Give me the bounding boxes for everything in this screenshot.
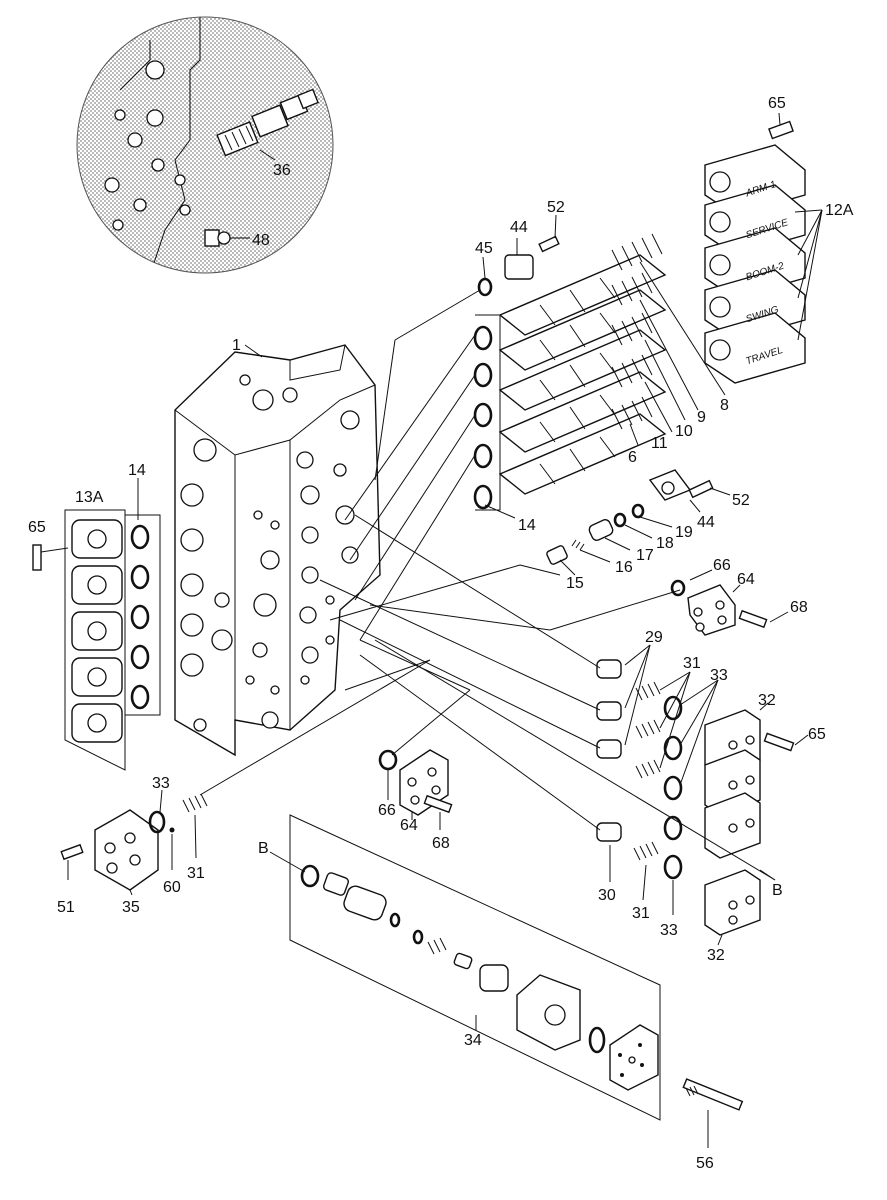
relief-cartridge-36: [216, 88, 319, 157]
plug-48: [204, 229, 231, 247]
spool-leaders: [629, 261, 726, 446]
callout-16: 16: [615, 559, 633, 576]
callout-32-upper: 32: [758, 692, 776, 709]
callout-b-right: B: [772, 882, 783, 899]
callout-44-right: 44: [697, 514, 715, 531]
covers-12a: ARM-1 SERVICE BOOM-2 SWING TRAVEL: [704, 112, 823, 384]
callout-68-right: 68: [790, 599, 808, 616]
callout-51: 51: [57, 899, 75, 916]
orings-14-left: 14: [125, 462, 161, 716]
callout-14-left: 14: [128, 462, 146, 479]
callout-31-upper: 31: [683, 655, 701, 672]
covers-32-upper: [704, 702, 809, 859]
callout-b-left: B: [258, 840, 269, 857]
oring-33-lower: [663, 854, 683, 915]
spool-6: [498, 396, 667, 495]
callout-15: 15: [566, 575, 584, 592]
callout-68-center: 68: [432, 835, 450, 852]
callout-31-lower: 31: [632, 905, 650, 922]
callout-64-right: 64: [737, 571, 755, 588]
callout-13a: 13A: [75, 489, 104, 506]
spool-9: [498, 272, 667, 371]
callout-35: 35: [122, 899, 140, 916]
spool-10: [498, 312, 667, 411]
callout-18: 18: [656, 535, 674, 552]
cover-32-lower: [704, 869, 761, 946]
spring-31-lower: [633, 841, 659, 901]
callout-6: 6: [628, 449, 637, 466]
callout-60: 60: [163, 879, 181, 896]
callout-8: 8: [720, 397, 729, 414]
plug-44-top: [477, 214, 560, 297]
callout-36: 36: [273, 162, 291, 179]
callout-45: 45: [475, 240, 493, 257]
springs-31: [635, 671, 691, 779]
callout-1: 1: [232, 337, 241, 354]
callout-31-left: 31: [187, 865, 205, 882]
callout-65-top: 65: [768, 95, 786, 112]
plugs-29: [596, 644, 651, 759]
small-parts-15-19: [546, 503, 673, 576]
assembly-34: [269, 814, 744, 1148]
callout-33-lower: 33: [660, 922, 678, 939]
cover-35: [60, 789, 208, 896]
callout-10: 10: [675, 423, 693, 440]
callout-52-top: 52: [547, 199, 565, 216]
callout-48: 48: [252, 232, 270, 249]
callout-64-center: 64: [400, 817, 418, 834]
callout-12a: 12A: [825, 202, 854, 219]
left-cover-13a: 65 13A: [28, 489, 126, 771]
callout-11: 11: [651, 435, 668, 452]
callout-66-right: 66: [713, 557, 731, 574]
orings-14-right: 14: [473, 314, 536, 534]
callout-14-right: 14: [518, 517, 536, 534]
callout-33-left: 33: [152, 775, 170, 792]
callout-65-right: 65: [808, 726, 826, 743]
assembly-leader-lines: [199, 289, 776, 881]
spool-8: [498, 233, 667, 336]
callout-19: 19: [675, 524, 693, 541]
callout-66-center: 66: [378, 802, 396, 819]
detail-view: 36 48: [76, 16, 334, 274]
main-valve-body: 1: [174, 337, 381, 757]
callout-65-left: 65: [28, 519, 46, 536]
callout-56: 56: [696, 1155, 714, 1172]
callout-32-lower: 32: [707, 947, 725, 964]
callout-52-right: 52: [732, 492, 750, 509]
orings-33-right: [663, 679, 719, 841]
callout-17: 17: [636, 547, 654, 564]
callout-9: 9: [697, 409, 706, 426]
callout-33-upper: 33: [710, 667, 728, 684]
bolt-65-left: [32, 544, 69, 571]
callout-29: 29: [645, 629, 663, 646]
callout-34: 34: [464, 1032, 482, 1049]
callout-30: 30: [598, 887, 616, 904]
flange-64-center: [378, 749, 453, 830]
plug-30: [596, 822, 622, 882]
flange-64-right: [670, 569, 789, 636]
body-ports: [180, 410, 360, 732]
plug-44-right: [648, 469, 731, 513]
spool-11: [498, 354, 667, 453]
callout-44-top: 44: [510, 219, 528, 236]
